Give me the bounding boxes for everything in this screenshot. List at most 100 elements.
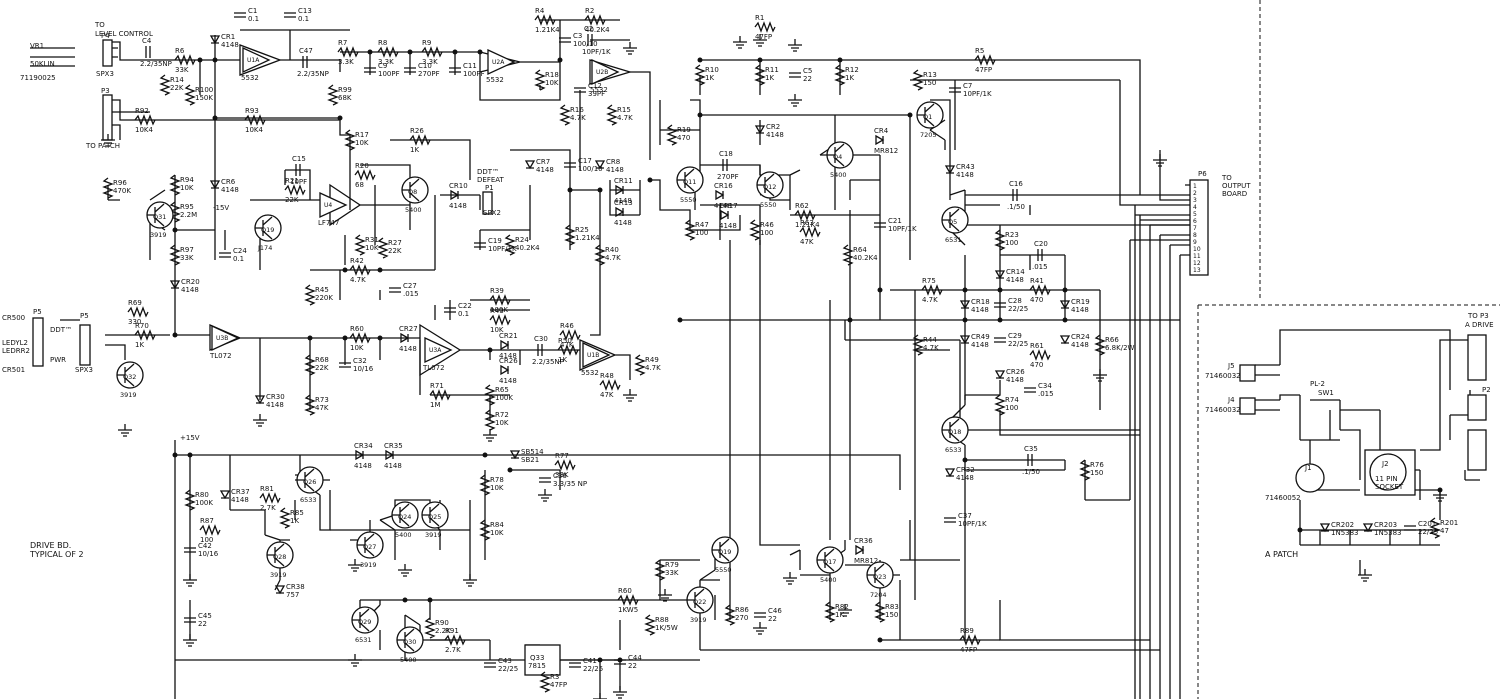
q22-ref: Q22 <box>693 598 706 606</box>
r19-ref: R19 <box>677 126 691 134</box>
cr35-ref: CR35 <box>384 442 403 450</box>
ground-24 <box>1358 569 1372 582</box>
r63-ref: R63 <box>800 219 814 227</box>
ground-4 <box>1153 154 1167 167</box>
c35-capacitor: C35.1/50 <box>1022 445 1040 476</box>
c22-ref: C22 <box>458 302 472 310</box>
ddt-defeat-1: DDT™ <box>477 168 499 176</box>
r100-ref: R100 <box>195 86 213 94</box>
j5-part: 71460032 <box>1205 372 1241 380</box>
c27-capacitor: C27.015 <box>389 282 419 298</box>
ic-u1a-ref: U1A <box>247 57 260 64</box>
c201-ref: C201 <box>1418 520 1436 528</box>
r82-value: 1K <box>835 611 844 619</box>
minus15-rail-label: -15V <box>213 204 229 212</box>
c12-ref: C12 <box>588 82 602 90</box>
ground-22 <box>753 622 767 635</box>
r45-value: 220K <box>315 294 333 302</box>
diode-group: CR14148CR64148CR74148CR84148CR104148CR11… <box>169 33 1402 599</box>
p6-pin-12: 12 <box>1193 260 1201 267</box>
r43-ref: R43 <box>490 307 504 315</box>
capacitor-group: C10.1C130.1C42.2/35NPC472.2/35NPC9100PFC… <box>140 7 1438 673</box>
c22-value: 0.1 <box>458 310 469 318</box>
board-caption-line2: TYPICAL OF 2 <box>29 550 84 559</box>
cr203-ref: CR203 <box>1374 521 1397 529</box>
p4-label: P4 <box>101 32 110 40</box>
ground-13 <box>183 634 197 647</box>
vr1-value: 50KLIN <box>30 60 55 68</box>
r2-value: 40.2K4 <box>585 26 610 34</box>
ground-0 <box>623 42 637 55</box>
q25-ref: Q25 <box>428 513 441 521</box>
q24-ref: Q24 <box>398 513 411 521</box>
r17-value: 10K <box>355 139 369 147</box>
r24-value: 40.2K4 <box>515 244 540 252</box>
r91-value: 2.7K <box>445 646 461 654</box>
led-label-1: CR500 <box>2 314 25 322</box>
r9-ref: R9 <box>422 39 431 47</box>
c24-ref: C24 <box>233 247 247 255</box>
c30-ref: C30 <box>534 335 548 343</box>
r62-value: 1.21K4 <box>795 221 820 229</box>
c21-ref: C21 <box>888 217 902 225</box>
r49-value: 4.7K <box>645 364 661 372</box>
r16-ref: R16 <box>570 106 584 114</box>
r70-ref: R70 <box>135 322 149 330</box>
p6-pin-13: 13 <box>1193 267 1201 274</box>
r65-value: 100K <box>495 394 513 402</box>
r86-value: 270 <box>735 614 748 622</box>
cr11-part: 4148 <box>614 197 632 205</box>
c34-capacitor: C34.015 <box>1024 382 1054 398</box>
c46-value: 22 <box>768 615 777 623</box>
ic-u3b-ref: U3B <box>216 335 228 342</box>
cr14-ref: CR14 <box>1006 268 1025 276</box>
cr4-part: MR812 <box>874 147 898 155</box>
q32-part: 3919 <box>120 391 137 399</box>
c29-ref: C29 <box>1008 332 1022 340</box>
q19b-part: 5550 <box>715 566 732 574</box>
c20-value: .015 <box>1032 263 1048 271</box>
p5-led-label: P5 <box>33 308 42 316</box>
c1-value: 0.1 <box>248 15 259 23</box>
cr26b-part: 4148 <box>1006 376 1024 384</box>
r80-ref: R80 <box>195 491 209 499</box>
r87-ref: R87 <box>200 517 214 525</box>
r91-ref: R91 <box>445 627 459 635</box>
cr2-part: 4148 <box>766 131 784 139</box>
cr32-ref: CR32 <box>956 466 975 474</box>
p6-pin-3: 3 <box>1193 197 1197 204</box>
spx3-label-a: SPX3 <box>96 70 114 78</box>
r31-value: 10K <box>365 244 379 252</box>
p6-pin-2: 2 <box>1193 190 1197 197</box>
c15-ref: C15 <box>292 155 306 163</box>
cr14-part: 4148 <box>1006 276 1024 284</box>
